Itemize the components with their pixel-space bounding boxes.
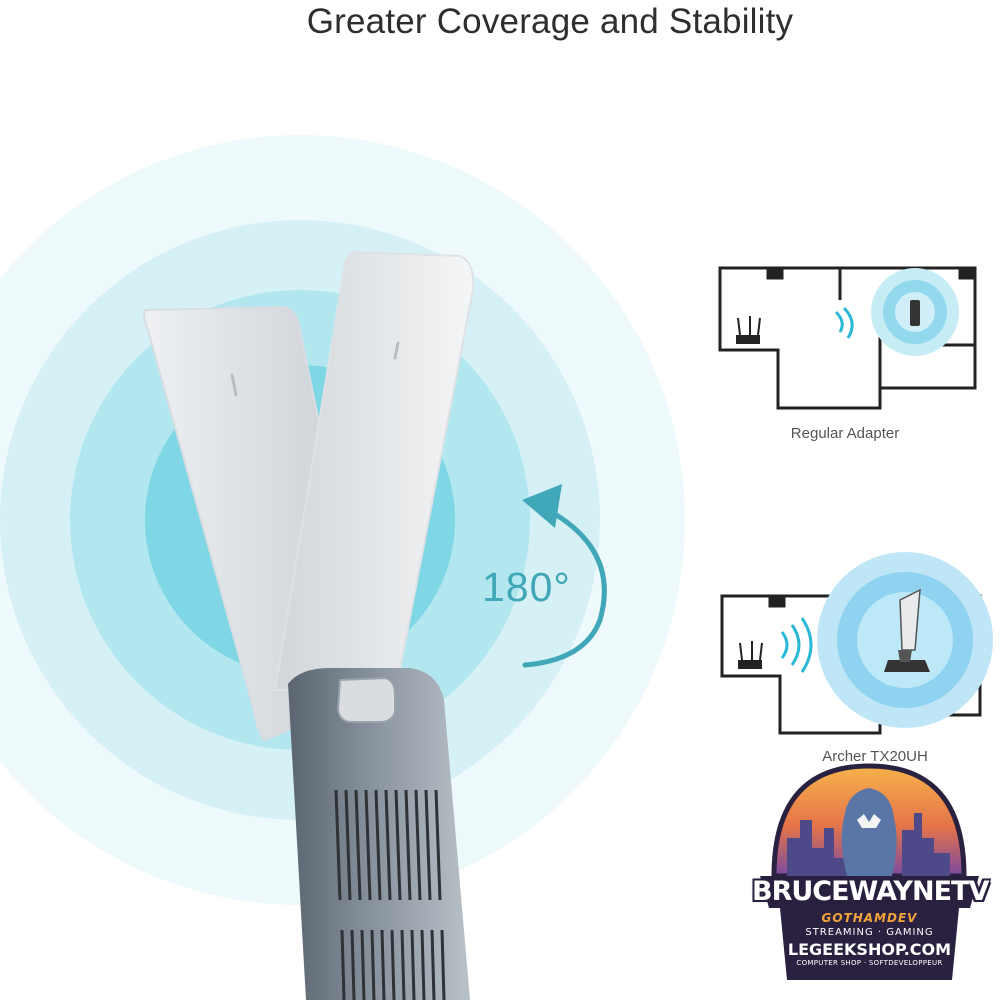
vent-grille-lower xyxy=(340,929,446,1000)
logo-main-text: BRUCEWAYNETV xyxy=(752,876,989,907)
rotation-arrow-icon xyxy=(522,484,607,668)
page-title: Greater Coverage and Stability xyxy=(306,2,794,41)
archer-signal xyxy=(738,552,993,728)
caption-archer-tx20uh: Archer TX20UH xyxy=(822,748,928,765)
logo-shop-text: LEGEEKSHOP.COM xyxy=(787,940,952,959)
caption-regular-adapter: Regular Adapter xyxy=(790,425,900,442)
vent-grille-upper xyxy=(334,789,442,901)
adapter-body xyxy=(288,668,470,1000)
regular-adapter-signal xyxy=(736,268,959,356)
logo-badge xyxy=(760,763,979,980)
logo-sub-text: GOTHAMDEV xyxy=(821,911,918,925)
logo-mini-text: COMPUTER SHOP · SOFTDEVELOPPEUR xyxy=(796,959,943,967)
rotation-label: 180° xyxy=(482,564,571,610)
watermark-logo: BRUCEWAYNETV GOTHAMDEV STREAMING · GAMIN… xyxy=(752,758,989,988)
logo-tagline: STREAMING · GAMING xyxy=(805,927,934,938)
